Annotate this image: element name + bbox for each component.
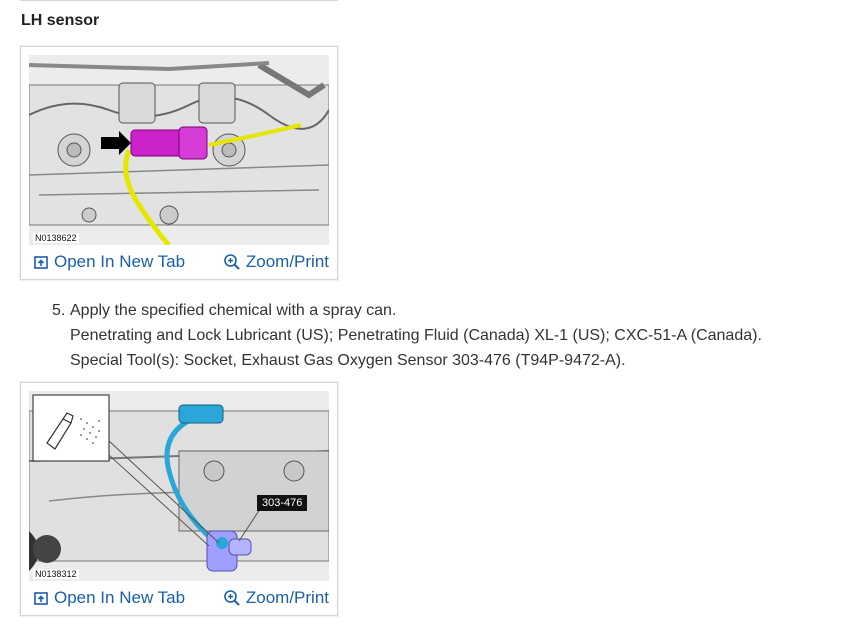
figure-spray-socket: 303-476 N0138312 Open In New Tab Zoom/Pr… [20,382,338,616]
zoom-print-button[interactable]: Zoom/Print [223,588,329,608]
open-in-new-tab-icon [34,256,48,269]
zoom-print-label: Zoom/Print [245,588,329,607]
figure-image: 303-476 N0138312 [29,391,329,581]
procedure-step: 5.Apply the specified chemical with a sp… [52,298,842,373]
step-materials: Penetrating and Lock Lubricant (US); Pen… [70,327,762,344]
engine-socket-illustration [29,391,329,581]
zoom-print-button[interactable]: Zoom/Print [223,252,329,272]
open-in-new-tab-button[interactable]: Open In New Tab [33,252,185,272]
figure-image: N0138622 [29,55,329,245]
section-title: LH sensor [21,12,100,29]
tool-callout-label: 303-476 [257,495,308,511]
open-in-new-tab-label: Open In New Tab [54,588,186,607]
zoom-print-label: Zoom/Print [245,252,329,271]
open-in-new-tab-button[interactable]: Open In New Tab [33,588,185,608]
step-text: Apply the specified chemical with a spra… [70,302,397,319]
step-special-tools: Special Tool(s): Socket, Exhaust Gas Oxy… [70,352,626,369]
engine-illustration [29,55,329,245]
zoom-in-icon [224,254,240,270]
figure-actions: Open In New Tab Zoom/Print [21,245,337,279]
open-in-new-tab-icon [34,592,48,605]
open-in-new-tab-label: Open In New Tab [54,252,186,271]
zoom-in-icon [224,590,240,606]
top-divider [20,0,338,1]
figure-code: N0138312 [33,569,79,579]
step-number: 5. [52,302,66,319]
figure-actions: Open In New Tab Zoom/Print [21,581,337,615]
figure-lh-sensor: N0138622 Open In New Tab Zoom/Print [20,46,338,280]
figure-code: N0138622 [33,233,79,243]
